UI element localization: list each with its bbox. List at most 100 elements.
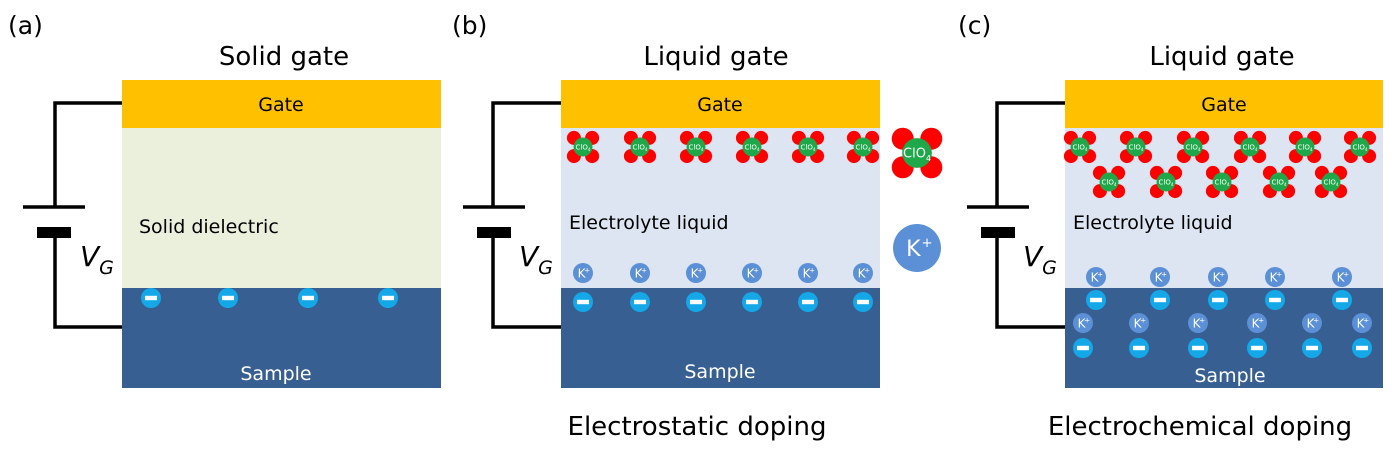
cations-b: K+K+K+K+K+K+ xyxy=(573,263,873,283)
svg-text:ClO4: ClO4 xyxy=(1242,143,1257,152)
svg-text:+: + xyxy=(1258,316,1264,325)
svg-text:K: K xyxy=(906,237,921,262)
svg-text:K: K xyxy=(803,266,812,280)
electron-icon xyxy=(798,292,818,312)
svg-text:+: + xyxy=(1161,270,1167,279)
gate-layer-a xyxy=(122,80,441,128)
svg-text:ClO4: ClO4 xyxy=(1352,143,1367,152)
svg-text:+: + xyxy=(1313,316,1319,325)
anions-b: ClO4 ClO4 ClO4 ClO4 ClO4 ClO4 xyxy=(566,130,880,164)
potassium-ion-icon: K+ xyxy=(1352,313,1372,333)
potassium-ion-icon: K+ xyxy=(1265,267,1285,287)
perchlorate-ion-icon: ClO4 xyxy=(1149,165,1183,199)
gate-label-c: Gate xyxy=(1201,94,1247,116)
potassium-ion-icon: K+ xyxy=(893,224,941,272)
svg-text:K: K xyxy=(1134,316,1143,330)
dielectric-label-a: Solid dielectric xyxy=(139,216,279,238)
electron-icon xyxy=(1208,290,1228,310)
battery-plate-thick-b xyxy=(477,227,511,238)
electron-icon xyxy=(630,292,650,312)
battery-plate-thick-a xyxy=(37,227,71,238)
circuit-c: VG xyxy=(967,101,1065,329)
wire-bottom-b xyxy=(491,238,561,329)
electron-icon xyxy=(1302,338,1322,358)
svg-text:ClO4: ClO4 xyxy=(903,147,931,163)
svg-text:+: + xyxy=(1363,316,1369,325)
vg-label-b: VG xyxy=(519,240,553,279)
panel-tag-c: (c) xyxy=(958,11,991,40)
svg-text:K: K xyxy=(1252,316,1261,330)
svg-text:+: + xyxy=(1276,270,1282,279)
svg-text:+: + xyxy=(1199,316,1205,325)
potassium-ion-icon: K+ xyxy=(573,263,593,283)
wire-bottom-c xyxy=(995,238,1065,329)
perchlorate-ion-icon: ClO4 xyxy=(1119,130,1153,164)
svg-text:+: + xyxy=(1219,270,1225,279)
svg-text:ClO4: ClO4 xyxy=(575,143,590,152)
svg-text:ClO4: ClO4 xyxy=(1323,178,1338,187)
potassium-ion-icon: K+ xyxy=(1129,313,1149,333)
electrolyte-layer-b xyxy=(561,128,880,288)
perchlorate-ion-icon: ClO4 xyxy=(1288,130,1322,164)
gate-layer-c xyxy=(1065,80,1383,128)
svg-text:ClO4: ClO4 xyxy=(632,143,647,152)
svg-text:+: + xyxy=(1343,270,1349,279)
svg-text:K: K xyxy=(1270,270,1279,284)
perchlorate-ion-icon: ClO4 xyxy=(1092,165,1126,199)
panel-title-a: Solid gate xyxy=(219,42,349,72)
sample-label-b: Sample xyxy=(684,361,755,383)
electron-icon xyxy=(1247,338,1267,358)
sample-label-a: Sample xyxy=(240,363,311,385)
potassium-ion-icon: K+ xyxy=(1247,313,1267,333)
svg-text:ClO4: ClO4 xyxy=(1072,143,1087,152)
svg-text:+: + xyxy=(641,266,647,275)
perchlorate-ion-icon: ClO4 xyxy=(846,130,880,164)
electron-icon xyxy=(742,292,762,312)
circuit-a: VG xyxy=(23,101,122,329)
electrons-a xyxy=(141,288,398,308)
perchlorate-ion-icon: ClO4 xyxy=(791,130,825,164)
electron-icon xyxy=(1129,338,1149,358)
electron-icon xyxy=(1073,338,1093,358)
electron-icon xyxy=(853,292,873,312)
panel-tag-b: (b) xyxy=(452,11,487,40)
electron-icon xyxy=(141,288,161,308)
svg-text:+: + xyxy=(584,266,590,275)
potassium-ion-icon: K+ xyxy=(686,263,706,283)
perchlorate-ion-icon: ClO4 xyxy=(1063,130,1097,164)
svg-text:ClO4: ClO4 xyxy=(855,143,870,152)
svg-text:+: + xyxy=(1140,316,1146,325)
perchlorate-ion-icon: ClO4 xyxy=(1314,165,1348,199)
svg-text:ClO4: ClO4 xyxy=(744,143,759,152)
circuit-b: VG xyxy=(463,101,561,329)
electron-icon xyxy=(1332,290,1352,310)
vg-label-a: VG xyxy=(80,240,114,279)
dielectric-layer-a xyxy=(122,128,441,288)
panel-title-b: Liquid gate xyxy=(643,42,788,72)
svg-text:K: K xyxy=(1155,270,1164,284)
wire-top-c xyxy=(995,101,1065,207)
svg-text:ClO4: ClO4 xyxy=(688,143,703,152)
svg-text:+: + xyxy=(864,266,870,275)
battery-plate-thick-c xyxy=(981,227,1015,238)
electrons-b xyxy=(573,292,873,312)
perchlorate-ion-icon: ClO4 xyxy=(623,130,657,164)
svg-text:K: K xyxy=(1091,270,1100,284)
potassium-ion-icon: K+ xyxy=(853,263,873,283)
potassium-ion-icon: K+ xyxy=(1086,267,1106,287)
svg-text:K: K xyxy=(1078,316,1087,330)
perchlorate-ion-icon: ClO4 xyxy=(1176,130,1210,164)
svg-text:+: + xyxy=(809,266,815,275)
electron-icon xyxy=(1188,338,1208,358)
svg-text:+: + xyxy=(1097,270,1103,279)
electron-icon xyxy=(686,292,706,312)
svg-text:K: K xyxy=(1307,316,1316,330)
panel-tag-a: (a) xyxy=(8,11,43,40)
svg-text:K: K xyxy=(747,266,756,280)
potassium-ion-icon: K+ xyxy=(1302,313,1322,333)
svg-text:+: + xyxy=(1084,316,1090,325)
perchlorate-ion-icon: ClO4 xyxy=(1262,165,1296,199)
electron-icon xyxy=(573,292,593,312)
